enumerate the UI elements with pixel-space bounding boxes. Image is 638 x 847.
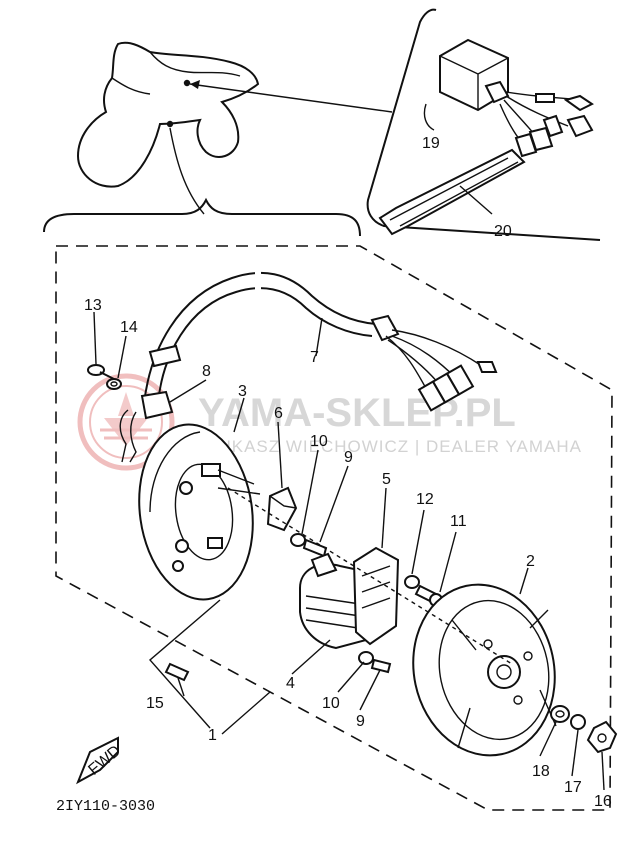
washer-10-upper [290,533,306,547]
washer-14 [106,378,122,390]
plain-washer-18 [550,705,570,723]
callout-6: 6 [274,405,283,422]
callout-9-lower: 9 [356,713,365,730]
screw-9-upper [302,538,328,558]
watermark-dealer: ŁUKASZ WIECHOWICZ | DEALER YAMAHA [208,437,582,456]
callout-3: 3 [238,383,247,400]
lead-clamp-8 [119,390,174,463]
callout-2: 2 [526,553,535,570]
leader-lines [93,311,605,791]
callout-10-lower: 10 [322,695,340,712]
callout-16: 16 [594,793,612,810]
assembly-border [55,245,613,811]
fwd-arrow-icon: FWD [76,736,124,785]
cdi-unit-19 [439,38,594,158]
vehicle-outline [76,41,393,215]
callout-20: 20 [494,223,512,240]
callouts: 1 2 3 4 5 6 7 8 9 9 10 10 11 12 13 14 15… [84,135,612,810]
callout-1: 1 [208,727,217,744]
screw-15 [164,662,190,682]
callout-18: 18 [532,763,550,780]
nut-16 [586,720,618,754]
screw-9-lower [370,658,392,674]
callout-5: 5 [382,471,391,488]
callout-7: 7 [310,349,319,366]
callout-8: 8 [202,363,211,380]
callout-13: 13 [84,297,102,314]
strap-20 [378,148,526,236]
callout-17: 17 [564,779,582,796]
washer-10-lower [358,651,374,665]
washer-12 [404,575,420,589]
charging-coil-5 [352,546,400,646]
callout-10-upper: 10 [310,433,328,450]
callout-19: 19 [422,135,440,152]
callout-15: 15 [146,695,164,712]
watermark-brand: YAMA-SKLEP.PL [198,391,516,435]
callout-14: 14 [120,319,138,336]
watermark-emblem-icon [77,373,175,471]
callout-11: 11 [450,513,467,530]
cdi-location-dot [183,79,191,87]
lead-harness-7 [143,268,498,412]
callout-9-upper: 9 [344,449,353,466]
callout-12: 12 [416,491,434,508]
screw-13 [87,364,117,381]
cdi-detail-box [366,8,601,241]
diagram-code: 2IY110-3030 [56,798,155,815]
lock-washer-17 [570,714,586,730]
rotor-flywheel-2 [412,583,557,757]
callout-4: 4 [286,675,295,692]
watermark: YAMA-SKLEP.PL ŁUKASZ WIECHOWICZ | DEALER… [77,373,582,471]
stator-plate-3 [138,423,261,601]
section-bracket [43,197,361,237]
pickup-coil-6 [266,486,298,532]
magneto-location-dot [166,120,174,128]
